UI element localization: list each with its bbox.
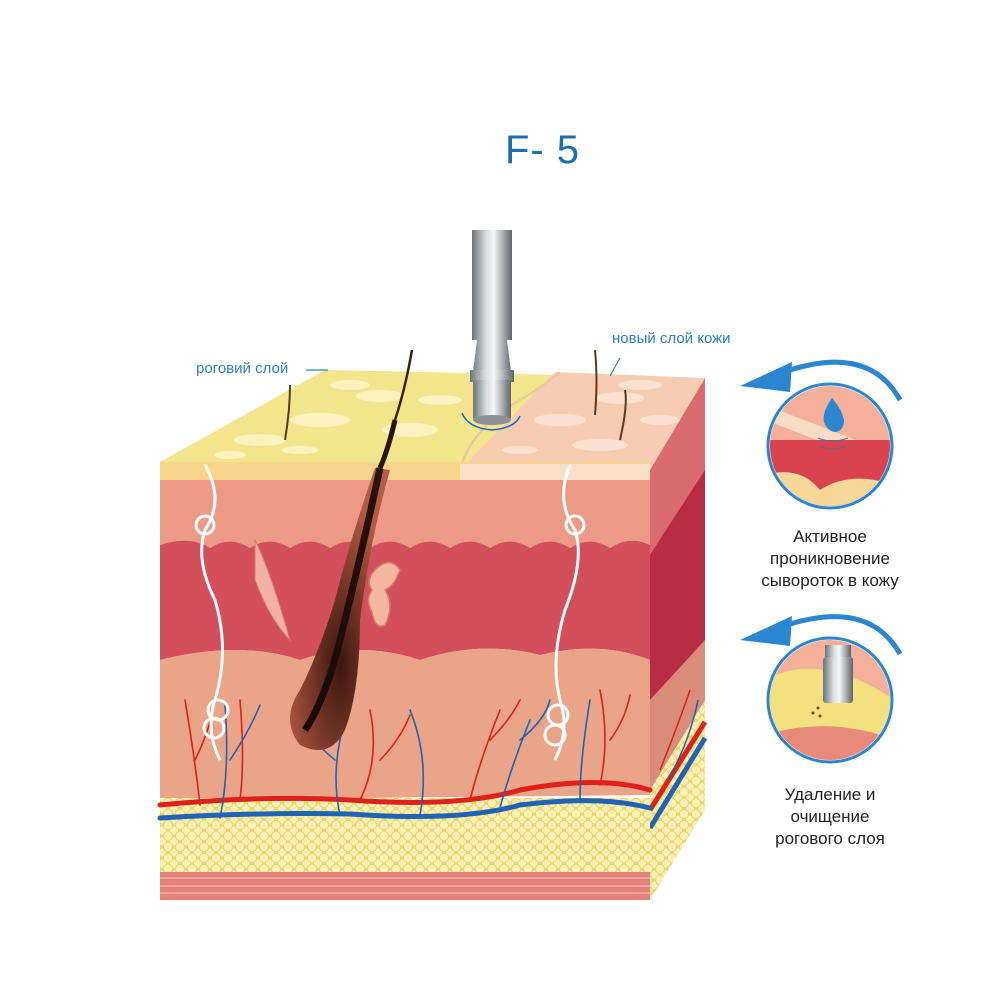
label-stratum-corneum: роговий слой xyxy=(196,360,289,377)
caption-line: Активное xyxy=(793,527,867,546)
benefit-exfoliation-icon-group xyxy=(740,614,903,764)
surface-hairs xyxy=(284,349,627,441)
nerve-fibers xyxy=(194,464,586,761)
caption-line: проникновение xyxy=(770,549,890,568)
curved-arrow-icon xyxy=(789,359,903,402)
exfoliation-nozzle-device xyxy=(461,230,521,431)
benefit-serum-icon-group xyxy=(740,359,903,510)
arrow-head-icon xyxy=(740,362,792,392)
benefit-caption-serum: Активное проникновение сывороток в кожу xyxy=(730,526,930,592)
caption-line: очищение xyxy=(790,807,870,826)
curved-arrow-icon xyxy=(789,614,903,656)
caption-line: рогового слоя xyxy=(775,829,885,848)
nozzle-exfoliation-icon xyxy=(823,645,853,703)
label-new-skin-layer: новый слой кожи xyxy=(612,330,731,347)
new-skin-layer-leader-line xyxy=(609,357,621,377)
benefit-caption-exfoliation: Удаление и очищение рогового слоя xyxy=(730,784,930,850)
cube-side-face xyxy=(647,378,708,900)
serum-drop-icon xyxy=(823,398,844,432)
diagram-title: F- 5 xyxy=(504,128,581,172)
caption-line: Удаление и xyxy=(784,785,876,804)
blood-vessels xyxy=(157,689,653,821)
caption-line: сывороток в кожу xyxy=(761,571,899,590)
arrow-head-icon xyxy=(740,616,792,646)
hair-follicle xyxy=(254,349,414,750)
cube-top-face xyxy=(160,370,705,471)
cube-front-face xyxy=(160,462,650,900)
